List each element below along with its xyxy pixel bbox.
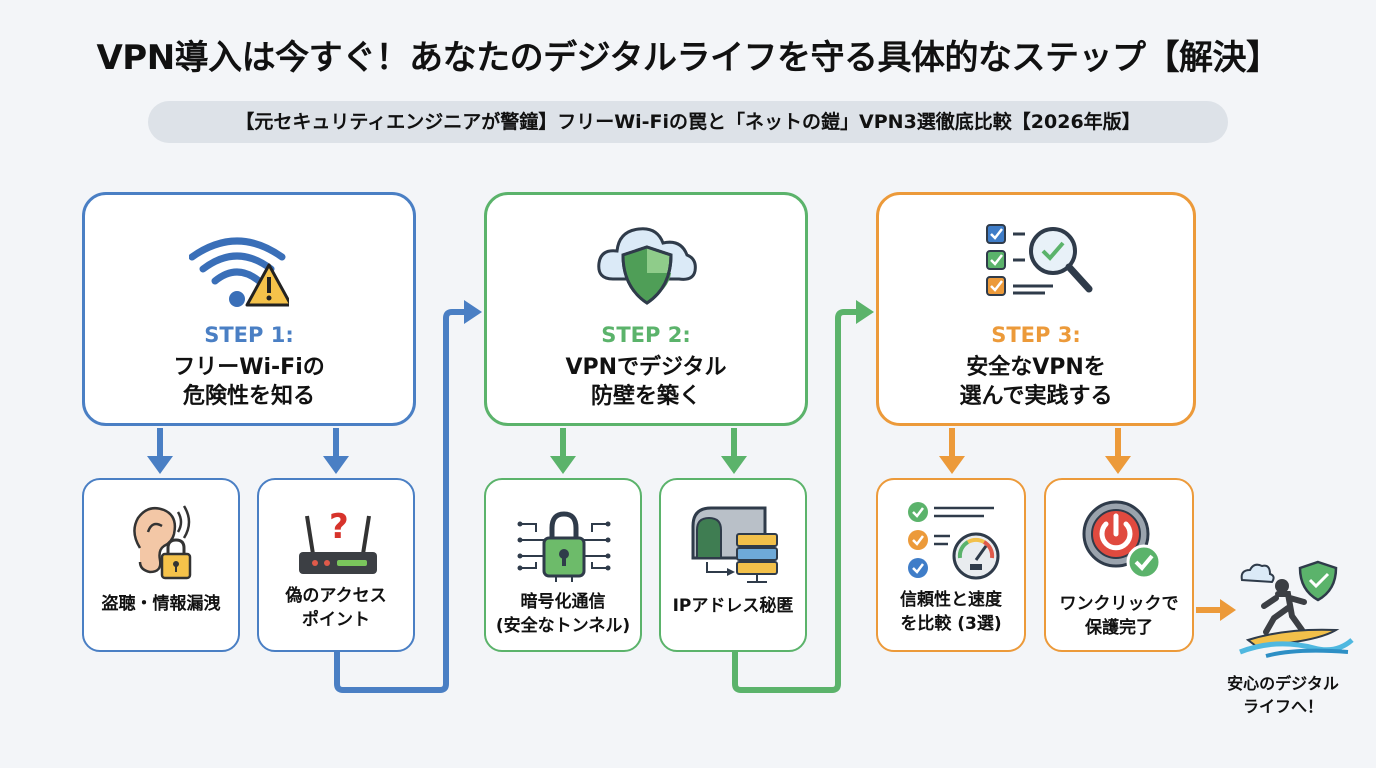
step1-card: STEP 1: フリーWi-Fiの 危険性を知る bbox=[82, 192, 416, 426]
step2-item-ip-hide: IPアドレス秘匿 bbox=[659, 478, 807, 652]
step3-item-compare: 信頼性と速度 を比較 (3選) bbox=[876, 478, 1026, 652]
ear-lock-icon bbox=[133, 505, 192, 580]
checklist-magnifier-icon bbox=[986, 224, 1093, 296]
svg-text:?: ? bbox=[329, 507, 349, 547]
step3-item2-label: ワンクリックで 保護完了 bbox=[1059, 594, 1179, 638]
step2-item2-label: IPアドレス秘匿 bbox=[672, 596, 794, 616]
step1-item2-label: 偽のアクセス ポイント bbox=[285, 586, 387, 630]
router-question-icon: ? bbox=[299, 507, 377, 574]
step2-label: STEP 2: bbox=[601, 323, 691, 347]
step3-label: STEP 3: bbox=[991, 323, 1081, 347]
step2-to-step3-connector bbox=[732, 309, 858, 693]
circuit-lock-icon bbox=[517, 511, 611, 582]
step3-item1-label: 信頼性と速度 を比較 (3選) bbox=[900, 590, 1002, 634]
step1-label: STEP 1: bbox=[204, 323, 294, 347]
step1-item-eavesdrop: 盗聴・情報漏洩 bbox=[82, 478, 240, 652]
surfer-shield-icon bbox=[1239, 560, 1354, 658]
step1-down-arrows bbox=[147, 428, 349, 474]
step1-title: フリーWi-Fiの 危険性を知る bbox=[173, 355, 325, 409]
step3-item-one-click: ワンクリックで 保護完了 bbox=[1044, 478, 1194, 652]
step2-card: STEP 2: VPNでデジタル 防壁を築く bbox=[484, 192, 808, 426]
cloud-shield-icon bbox=[597, 227, 697, 305]
step3-card: STEP 3: 安全なVPNを 選んで実践する bbox=[876, 192, 1196, 426]
subtitle-banner: 【元セキュリティエンジニアが警鐘】フリーWi-Fiの罠と「ネットの鎧」VPN3選… bbox=[148, 101, 1228, 143]
wifi-warning-icon bbox=[189, 237, 289, 307]
tunnel-server-icon bbox=[691, 506, 778, 583]
step1-item-fake-ap: ? 偽のアクセス ポイント bbox=[257, 478, 415, 652]
power-button-icon bbox=[1082, 500, 1162, 580]
step2-title: VPNでデジタル 防壁を築く bbox=[565, 355, 727, 409]
step1-item1-label: 盗聴・情報漏洩 bbox=[101, 594, 221, 614]
final-label: 安心のデジタル ライフへ！ bbox=[1227, 674, 1339, 716]
step2-down-arrows bbox=[550, 428, 747, 474]
step2-item-encryption: 暗号化通信 (安全なトンネル) bbox=[484, 478, 642, 652]
to-final-arrow bbox=[1220, 599, 1236, 621]
step1-to-step2-connector bbox=[334, 309, 466, 693]
checklist-gauge-icon bbox=[908, 502, 1000, 580]
step2-item1-label: 暗号化通信 (安全なトンネル) bbox=[495, 592, 631, 636]
step3-down-arrows bbox=[939, 428, 1131, 474]
step3-title: 安全なVPNを 選んで実践する bbox=[959, 355, 1113, 409]
page-title: VPN導入は今すぐ！あなたのデジタルライフを守る具体的なステップ【解決】 bbox=[96, 38, 1280, 78]
